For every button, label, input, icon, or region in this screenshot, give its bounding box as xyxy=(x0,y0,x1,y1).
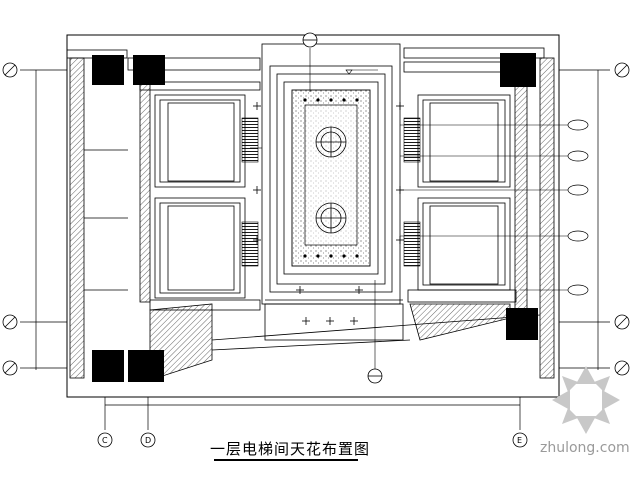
left-door-upper xyxy=(241,117,259,163)
column-top-left-2 xyxy=(133,55,165,85)
ceiling-light-fixture-upper xyxy=(315,126,347,158)
axis-bubbles xyxy=(2,62,630,448)
callout-tag-4 xyxy=(567,230,589,242)
right-elevator-lower xyxy=(417,197,511,291)
left-elevator-upper xyxy=(154,94,246,188)
lobby-cross-fixtures xyxy=(302,317,358,325)
callout-tag-3 xyxy=(567,184,589,196)
level-marker xyxy=(345,69,378,75)
axis-label-c: C xyxy=(102,436,108,445)
column-top-right xyxy=(500,53,536,87)
cross-fixtures xyxy=(253,102,404,294)
callout-tag-2 xyxy=(567,150,589,162)
title-underline xyxy=(214,459,358,461)
right-door-lower xyxy=(403,221,421,267)
watermark-text: zhulong.com xyxy=(540,440,630,456)
left-door-lower xyxy=(241,221,259,267)
left-elevator-lower xyxy=(154,197,246,299)
section-marker-top xyxy=(302,32,318,48)
right-door-upper xyxy=(403,117,421,163)
axis-label-e: E xyxy=(517,436,522,445)
callout-tag-5 xyxy=(567,284,589,296)
right-elevator-upper xyxy=(417,94,511,188)
downlight-row-bottom xyxy=(303,254,359,258)
entrance-lobby xyxy=(149,299,541,381)
callout-leaders xyxy=(250,48,568,372)
section-marker-bottom xyxy=(367,368,383,384)
downlight-row-top xyxy=(303,98,359,102)
callout-tag-1 xyxy=(567,119,589,131)
column-bottom-right xyxy=(506,308,538,340)
axis-label-d: D xyxy=(145,436,151,445)
drawing-title: 一层电梯间天花布置图 xyxy=(210,440,371,458)
column-bottom-left xyxy=(92,350,124,382)
dimension-lines xyxy=(20,69,610,430)
watermark-logo xyxy=(548,362,624,438)
ceiling-light-fixture-lower xyxy=(315,202,347,234)
column-top-left xyxy=(92,55,124,85)
